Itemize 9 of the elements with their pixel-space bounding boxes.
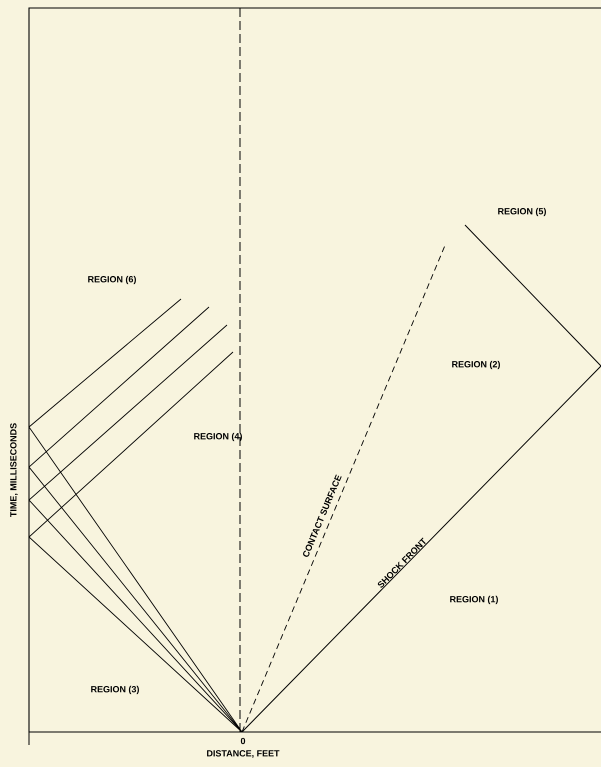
region-label: REGION (5) — [498, 208, 546, 216]
region-label: REGION (2) — [452, 360, 500, 370]
region-label: REGION (3) — [91, 686, 139, 694]
axis-label: TIME, MILLISECONDS — [10, 423, 18, 517]
region-label: REGION (4) — [194, 432, 242, 442]
axis-label: DISTANCE, FEET — [207, 750, 280, 758]
region-label: REGION (6) — [88, 276, 136, 284]
region-label: REGION (1) — [450, 596, 498, 604]
tick-label: 0 — [240, 738, 246, 744]
